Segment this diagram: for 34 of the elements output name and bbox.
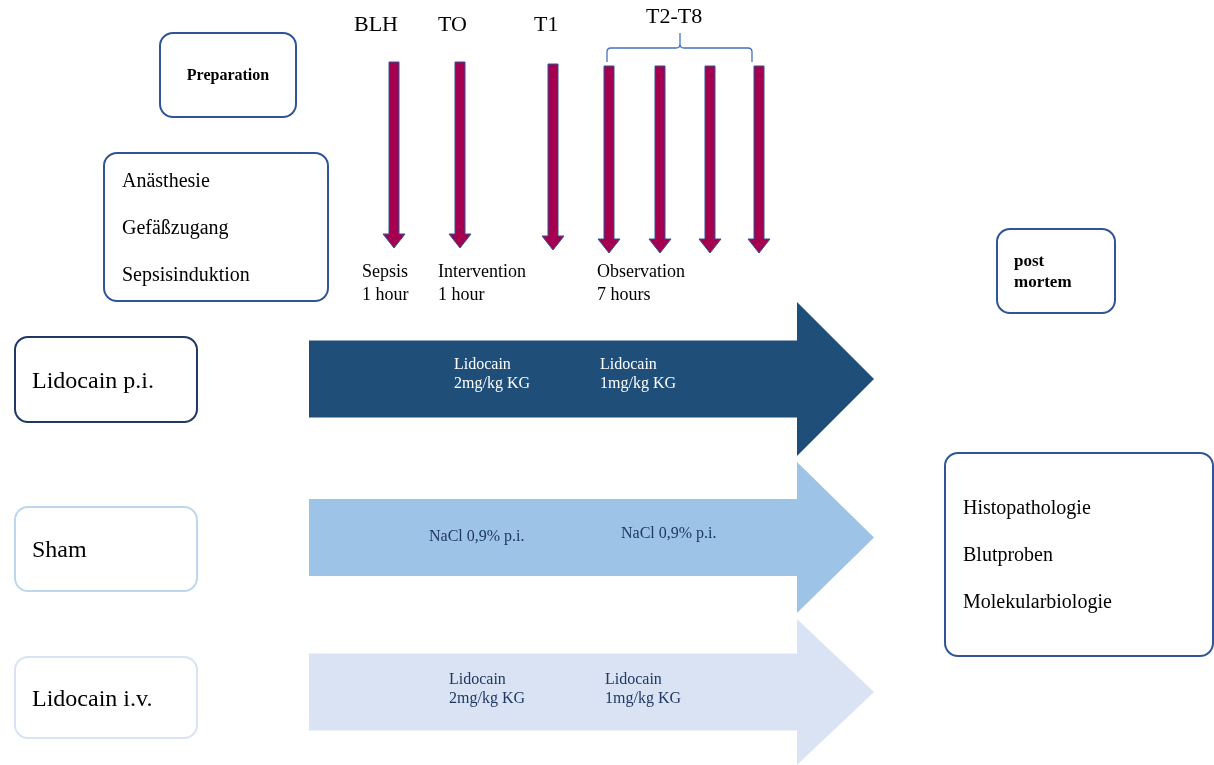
phase-label: Intervention 1 hour: [438, 260, 527, 307]
box-label: Preparation: [186, 65, 270, 85]
list-item: Sepsisinduktion: [122, 262, 250, 286]
time-point-label: BLH: [354, 10, 399, 38]
group-box: [14, 336, 198, 423]
box-label: post mortem: [1014, 249, 1073, 293]
list-item: Anästhesie: [122, 168, 210, 192]
treatment-band: [309, 302, 874, 456]
dose-label: Lidocain 1mg/kg KG: [605, 669, 682, 708]
phase-label: Observation 7 hours: [597, 260, 686, 307]
dose-label: Lidocain 2mg/kg KG: [454, 354, 531, 393]
dose-label: Lidocain 2mg/kg KG: [449, 669, 526, 708]
box-label: Lidocain i.v.: [32, 683, 153, 713]
list-item: Histopathologie: [963, 496, 1091, 519]
outcome-box: [944, 452, 1214, 657]
dose-label: NaCl 0,9% p.i.: [429, 526, 526, 546]
time-point-label: TO: [438, 10, 468, 38]
list-item: Molekularbiologie: [963, 590, 1112, 613]
box-label: Sham: [32, 535, 87, 564]
step-box: [996, 228, 1116, 314]
box-label: Lidocain p.i.: [32, 365, 154, 395]
step-box: [159, 32, 297, 118]
time-point-label: T2-T8: [646, 2, 704, 30]
dose-label: Lidocain 1mg/kg KG: [600, 354, 677, 393]
step-box: [103, 152, 329, 302]
time-point-label: T1: [534, 10, 560, 38]
treatment-band: [309, 462, 874, 613]
treatment-band: [309, 619, 874, 765]
group-box: [14, 506, 198, 592]
group-box: [14, 656, 198, 739]
list-item: Gefäßzugang: [122, 215, 229, 239]
list-item: Blutproben: [963, 543, 1053, 566]
dose-label: NaCl 0,9% p.i.: [621, 523, 718, 543]
phase-label: Sepsis 1 hour: [362, 260, 410, 307]
